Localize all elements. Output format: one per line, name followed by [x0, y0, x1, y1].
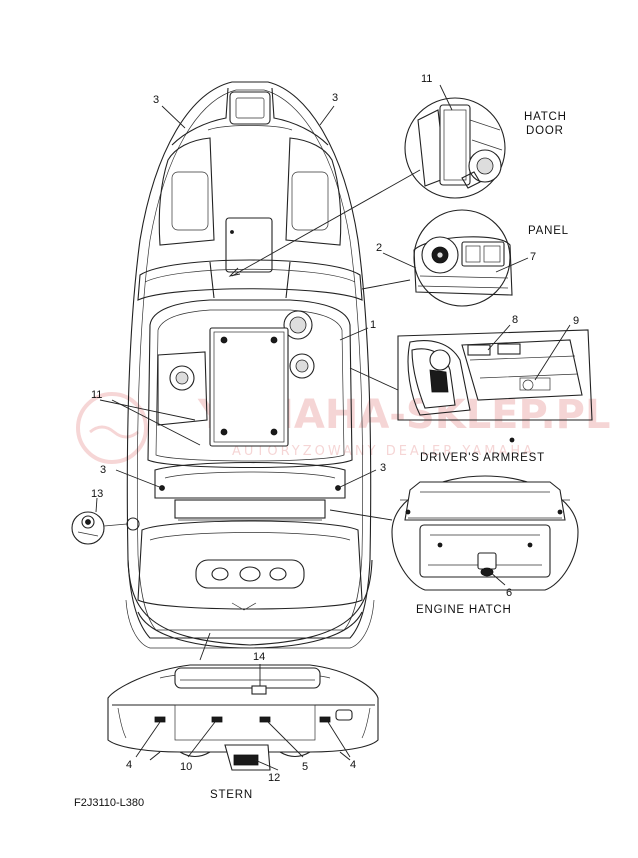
detail-hatch-door — [404, 97, 506, 199]
callout-4-right: 4 — [350, 759, 356, 771]
watermark-tagline: AUTORYZOWANY DEALER YAMAHA — [232, 444, 535, 459]
figure-code: F2J3110-L380 — [74, 797, 144, 809]
label-drivers-armrest: DRIVER'S ARMREST — [420, 452, 545, 464]
callouts: 11 3 3 2 7 1 8 9 11 3 3 13 6 14 4 10 5 4… — [91, 73, 579, 784]
watermark-logo-icon — [76, 392, 148, 464]
callout-2: 2 — [376, 242, 382, 254]
callout-9: 9 — [573, 315, 579, 327]
callout-10: 10 — [180, 761, 192, 773]
callout-14: 14 — [253, 651, 265, 663]
label-panel: PANEL — [528, 225, 569, 237]
callout-3-mid-right: 3 — [380, 462, 386, 474]
watermark-logo-wave-icon — [89, 425, 139, 439]
callout-8: 8 — [512, 314, 518, 326]
label-stern: STERN — [210, 789, 253, 801]
detail-drivers-armrest — [397, 329, 593, 443]
callout-1: 1 — [370, 319, 376, 331]
callout-11-top: 11 — [421, 73, 432, 85]
callout-4-left: 4 — [126, 759, 132, 771]
callout-7: 7 — [530, 251, 536, 263]
callout-5: 5 — [302, 761, 308, 773]
detail-13 — [71, 511, 140, 545]
label-hatch-door-2: DOOR — [526, 125, 564, 137]
callout-12: 12 — [268, 772, 280, 784]
callout-6: 6 — [506, 587, 512, 599]
callout-3-top-left: 3 — [153, 94, 159, 106]
callout-11-left: 11 — [91, 389, 102, 401]
stern-view — [107, 664, 379, 771]
detail-engine-hatch — [391, 475, 579, 591]
label-engine-hatch: ENGINE HATCH — [416, 604, 512, 616]
callout-13: 13 — [91, 488, 103, 500]
section-labels: HATCH DOOR PANEL DRIVER'S ARMREST ENGINE… — [74, 111, 569, 809]
callout-3-top-right: 3 — [332, 92, 338, 104]
callout-3-mid-left: 3 — [100, 464, 106, 476]
label-hatch-door-1: HATCH — [524, 111, 567, 123]
leader-lines — [95, 84, 571, 771]
detail-panel — [413, 209, 513, 307]
hull-top-view — [125, 81, 375, 649]
